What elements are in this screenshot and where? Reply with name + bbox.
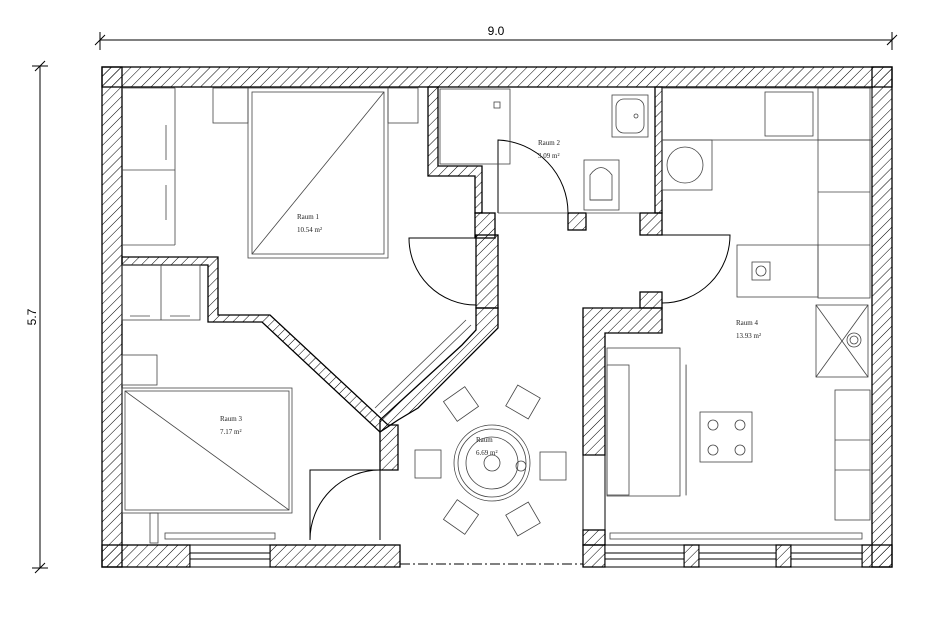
room-name: Raum: [476, 436, 493, 444]
room-area: 3.09 m²: [538, 152, 560, 160]
room-area: 6.69 m²: [476, 449, 498, 457]
room-name: Raum 3: [220, 415, 242, 423]
bath-fixtures: [439, 88, 649, 214]
room-name: Raum 4: [736, 319, 758, 327]
room-name: Raum 2: [538, 139, 560, 147]
bedroom-1-furniture: [122, 87, 419, 259]
doors: [309, 139, 731, 541]
dining-chairs: [414, 384, 567, 537]
height-dimension: [32, 60, 48, 574]
width-label: 9.0: [488, 24, 505, 38]
exterior-walls: [101, 66, 893, 568]
width-dimension: [94, 32, 898, 50]
dining-table: [453, 424, 531, 502]
room-area: 10.54 m²: [297, 226, 322, 234]
interior-walls: [121, 86, 663, 546]
room-name: Raum 1: [297, 213, 319, 221]
bedroom-3-furniture: [121, 264, 293, 544]
room-label-raum-1: Raum 1 10.54 m²: [297, 213, 322, 234]
windows-bottom: [189, 544, 863, 568]
height-label: 5.7: [25, 308, 39, 325]
room-label-raum-3: Raum 3 7.17 m²: [220, 415, 242, 436]
room-area: 13.93 m²: [736, 332, 761, 340]
kitchen-furniture: [606, 87, 873, 540]
room-label-raum-5: Raum 6.69 m²: [476, 436, 498, 457]
room-label-raum-4: Raum 4 13.93 m²: [736, 319, 761, 340]
room-area: 7.17 m²: [220, 428, 242, 436]
diagonal-sill: [374, 319, 472, 414]
room-label-raum-2: Raum 2 3.09 m²: [538, 139, 560, 160]
